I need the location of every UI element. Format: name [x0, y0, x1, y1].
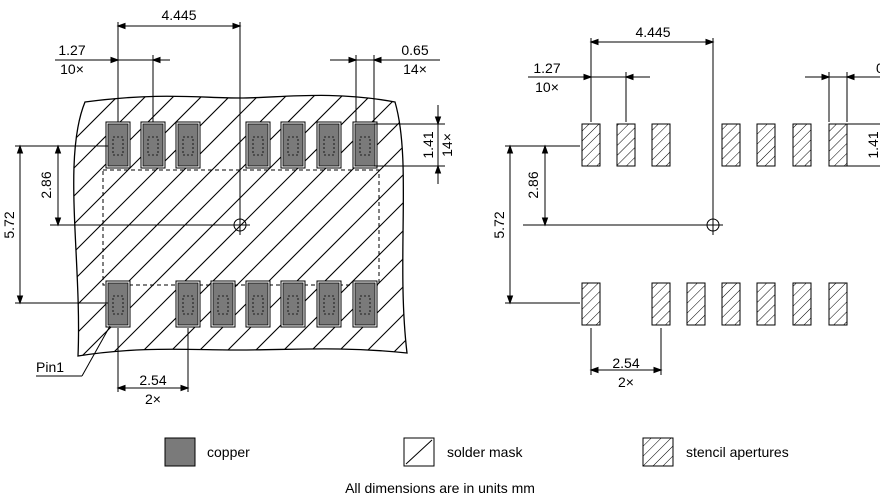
units-footnote: All dimensions are in units mm	[345, 480, 535, 495]
dim-half-row-label-right: 2.86	[525, 171, 541, 198]
legend-stencil-label: stencil apertures	[686, 444, 789, 460]
copper-pad-top	[245, 121, 271, 169]
right-aperture-group	[581, 123, 848, 326]
origin-marker-right	[703, 215, 723, 235]
legend-copper-swatch	[164, 437, 196, 467]
dim-span-label-right: 4.445	[635, 24, 670, 40]
dim-gap-label: 2.54	[139, 372, 166, 388]
dim-pad-height-right	[847, 123, 880, 167]
right-stencil-view: 4.445 1.27 10× 0 1.41	[491, 24, 880, 390]
legend-copper-label: copper	[207, 444, 250, 460]
dim-pad-width-label-right: 0	[876, 60, 880, 76]
copper-pad-top	[175, 121, 201, 169]
copper-pad-bottom	[210, 280, 236, 328]
copper-pad-top	[280, 121, 306, 169]
dim-pad-width-right	[805, 72, 880, 122]
dim-pitch-label: 1.27	[58, 42, 85, 58]
legend-stencil-swatch	[642, 437, 674, 467]
stencil-aperture-top	[721, 123, 741, 167]
dim-pitch-count: 10×	[60, 61, 84, 77]
dim-pad-width-count: 14×	[403, 61, 427, 77]
dim-pad-height-label: 1.41	[420, 131, 436, 158]
dim-pad-height-count: 14×	[439, 133, 455, 157]
stencil-aperture-top	[616, 123, 636, 167]
left-pad-group	[105, 121, 378, 328]
stencil-aperture-bottom	[581, 282, 601, 326]
stencil-aperture-top	[756, 123, 776, 167]
stencil-aperture-top	[581, 123, 601, 167]
dim-row-span-right	[505, 144, 580, 305]
dim-half-row-left	[50, 144, 232, 227]
dim-half-row-label: 2.86	[38, 171, 54, 198]
copper-pad-bottom	[316, 280, 342, 328]
copper-pad-top	[352, 121, 378, 169]
dim-gap-label-right: 2.54	[612, 355, 639, 371]
legend-solder-mask-label: solder mask	[447, 444, 523, 460]
dim-gap-count: 2×	[145, 391, 161, 407]
stencil-aperture-bottom	[651, 282, 671, 326]
legend: copper solder mask stencil apertures	[164, 437, 789, 467]
copper-pad-bottom	[175, 280, 201, 328]
copper-pad-top	[140, 121, 166, 169]
dim-pad-width-label: 0.65	[401, 42, 428, 58]
dim-pad-height-left	[374, 105, 445, 184]
copper-pad-bottom	[105, 280, 131, 328]
copper-pad-top	[316, 121, 342, 169]
dim-row-span-label-right: 5.72	[491, 211, 507, 238]
stencil-aperture-top	[828, 123, 848, 167]
stencil-aperture-top	[792, 123, 812, 167]
dim-pitch-left	[55, 55, 170, 122]
component-body-outline	[102, 169, 380, 286]
stencil-aperture-top	[651, 123, 671, 167]
pin1-label: Pin1	[36, 359, 64, 375]
origin-marker	[230, 215, 250, 235]
stencil-aperture-bottom	[721, 282, 741, 326]
stencil-aperture-bottom	[756, 282, 776, 326]
stencil-aperture-bottom	[792, 282, 812, 326]
legend-solder-mask-swatch	[403, 437, 435, 467]
dim-pad-width-left	[330, 55, 440, 122]
stencil-aperture-bottom	[686, 282, 706, 326]
dim-pitch-count-right: 10×	[535, 79, 559, 95]
copper-pad-bottom	[280, 280, 306, 328]
dim-row-span-left	[15, 144, 108, 305]
left-footprint-view: 4.445 1.27 10× 0.65 14× 1.41 14×	[1, 7, 455, 407]
dim-pad-height-label-right: 1.41	[865, 131, 880, 158]
copper-pad-bottom	[245, 280, 271, 328]
dim-gap-left	[116, 328, 190, 392]
dim-span-label: 4.445	[161, 7, 196, 23]
copper-pad-top	[105, 121, 131, 169]
dim-pitch-label-right: 1.27	[533, 60, 560, 76]
dim-gap-count-right: 2×	[618, 374, 634, 390]
stencil-aperture-bottom	[828, 282, 848, 326]
copper-pad-bottom	[352, 280, 378, 328]
dim-pitch-right	[528, 72, 650, 122]
dim-gap-right	[589, 328, 663, 375]
pin1-leader	[36, 325, 111, 377]
dim-half-row-right	[523, 144, 705, 227]
dim-row-span-label: 5.72	[1, 211, 17, 238]
